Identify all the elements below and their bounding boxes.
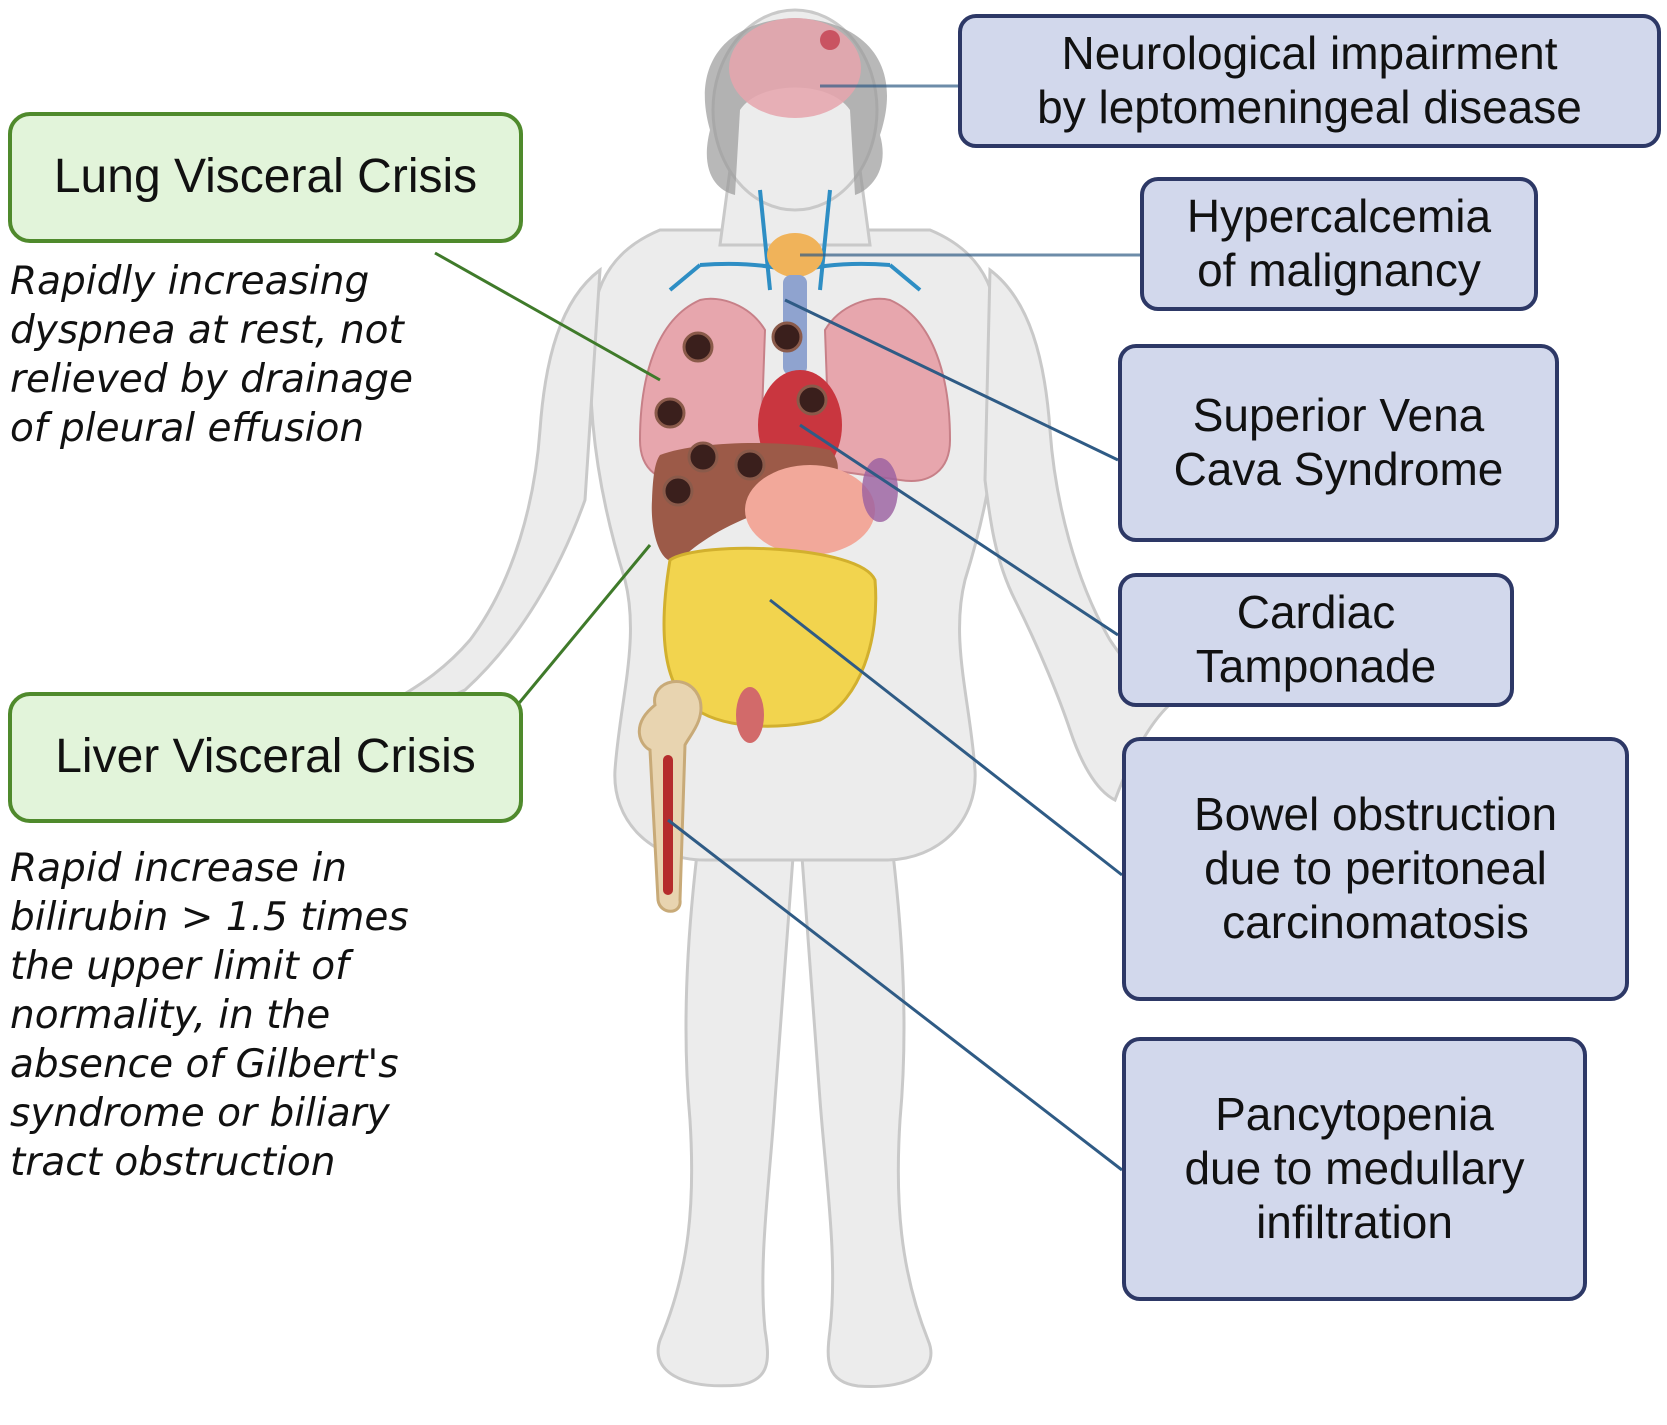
svc-syndrome-box: Superior Vena Cava Syndrome (1118, 344, 1559, 542)
pancytopenia-line: Pancytopenia (1215, 1088, 1494, 1141)
liver-crisis-title: Liver Visceral Crisis (55, 730, 476, 784)
left-lung-shape (823, 297, 952, 482)
pancytopenia-line: infiltration (1256, 1195, 1453, 1248)
marrow-shape (663, 755, 673, 895)
lung-crisis-box: Lung Visceral Crisis (8, 112, 523, 243)
spleen-shape (862, 458, 898, 522)
liver-note-line: the upper limit of (10, 944, 349, 989)
pancytopenia-box: Pancytopenia due to medullary infiltrati… (1122, 1037, 1587, 1301)
lung-note-line: dyspnea at rest, not (10, 308, 404, 353)
hypercalcemia-line: Hypercalcemia (1186, 190, 1492, 243)
bowel-line: Bowel obstruction (1193, 788, 1558, 841)
thyroid-shape (767, 233, 823, 277)
brain-shape (729, 18, 861, 118)
connector-lines (434, 84, 1140, 1172)
right-lung-shape (638, 297, 767, 482)
brain-lesion-shape (820, 30, 840, 50)
svc-line: Cava Syndrome (1173, 443, 1504, 495)
hypercalcemia-line: of malignancy (1197, 244, 1481, 296)
lung-crisis-note: Rapidly increasing dyspnea at rest, not … (10, 257, 413, 453)
liver-connector (513, 544, 652, 709)
liver-note-line: bilirubin > 1.5 times (10, 895, 409, 940)
neurological-line: Neurological impairment (1061, 27, 1558, 80)
lung-connector (434, 251, 661, 382)
liver-note-line: tract obstruction (10, 1140, 336, 1185)
hypercalcemia-box: Hypercalcemia of malignancy (1140, 177, 1538, 311)
bowel-line: carcinomatosis (1222, 895, 1529, 948)
liver-note-line: syndrome or biliary (10, 1091, 390, 1136)
lung-note-line: Rapidly increasing (10, 259, 370, 304)
tumor-nodules (654, 321, 828, 507)
pancytopenia-line: due to medullary (1184, 1142, 1525, 1195)
svc-connector (784, 298, 1119, 462)
svc-line: Superior Vena (1192, 389, 1485, 442)
lung-note-line: of pleural effusion (10, 406, 365, 451)
rectum-shape (736, 687, 764, 743)
liver-crisis-note: Rapid increase in bilirubin > 1.5 times … (10, 844, 409, 1187)
bowel-obstruction-box: Bowel obstruction due to peritoneal carc… (1122, 737, 1629, 1001)
liver-note-line: Rapid increase in (10, 846, 347, 891)
neurological-box: Neurological impairment by leptomeningea… (958, 14, 1661, 148)
cardiac-line: Tamponade (1195, 640, 1437, 692)
bowel-line: due to peritoneal (1204, 842, 1547, 895)
intestines-shape (662, 546, 878, 728)
cardiac-tamponade-box: Cardiac Tamponade (1118, 573, 1514, 707)
neurological-line: by leptomeningeal disease (1037, 81, 1582, 133)
pancytopenia-connector (667, 818, 1123, 1172)
liver-note-line: normality, in the (10, 993, 331, 1038)
liver-crisis-box: Liver Visceral Crisis (8, 692, 523, 823)
bowel-connector (769, 598, 1123, 877)
lung-crisis-title: Lung Visceral Crisis (53, 150, 478, 204)
cardiac-line: Cardiac (1236, 586, 1396, 639)
lung-note-line: relieved by drainage (10, 357, 414, 402)
liver-note-line: absence of Gilbert's (10, 1042, 399, 1087)
stomach-shape (745, 465, 875, 555)
cardiac-connector (799, 423, 1119, 637)
